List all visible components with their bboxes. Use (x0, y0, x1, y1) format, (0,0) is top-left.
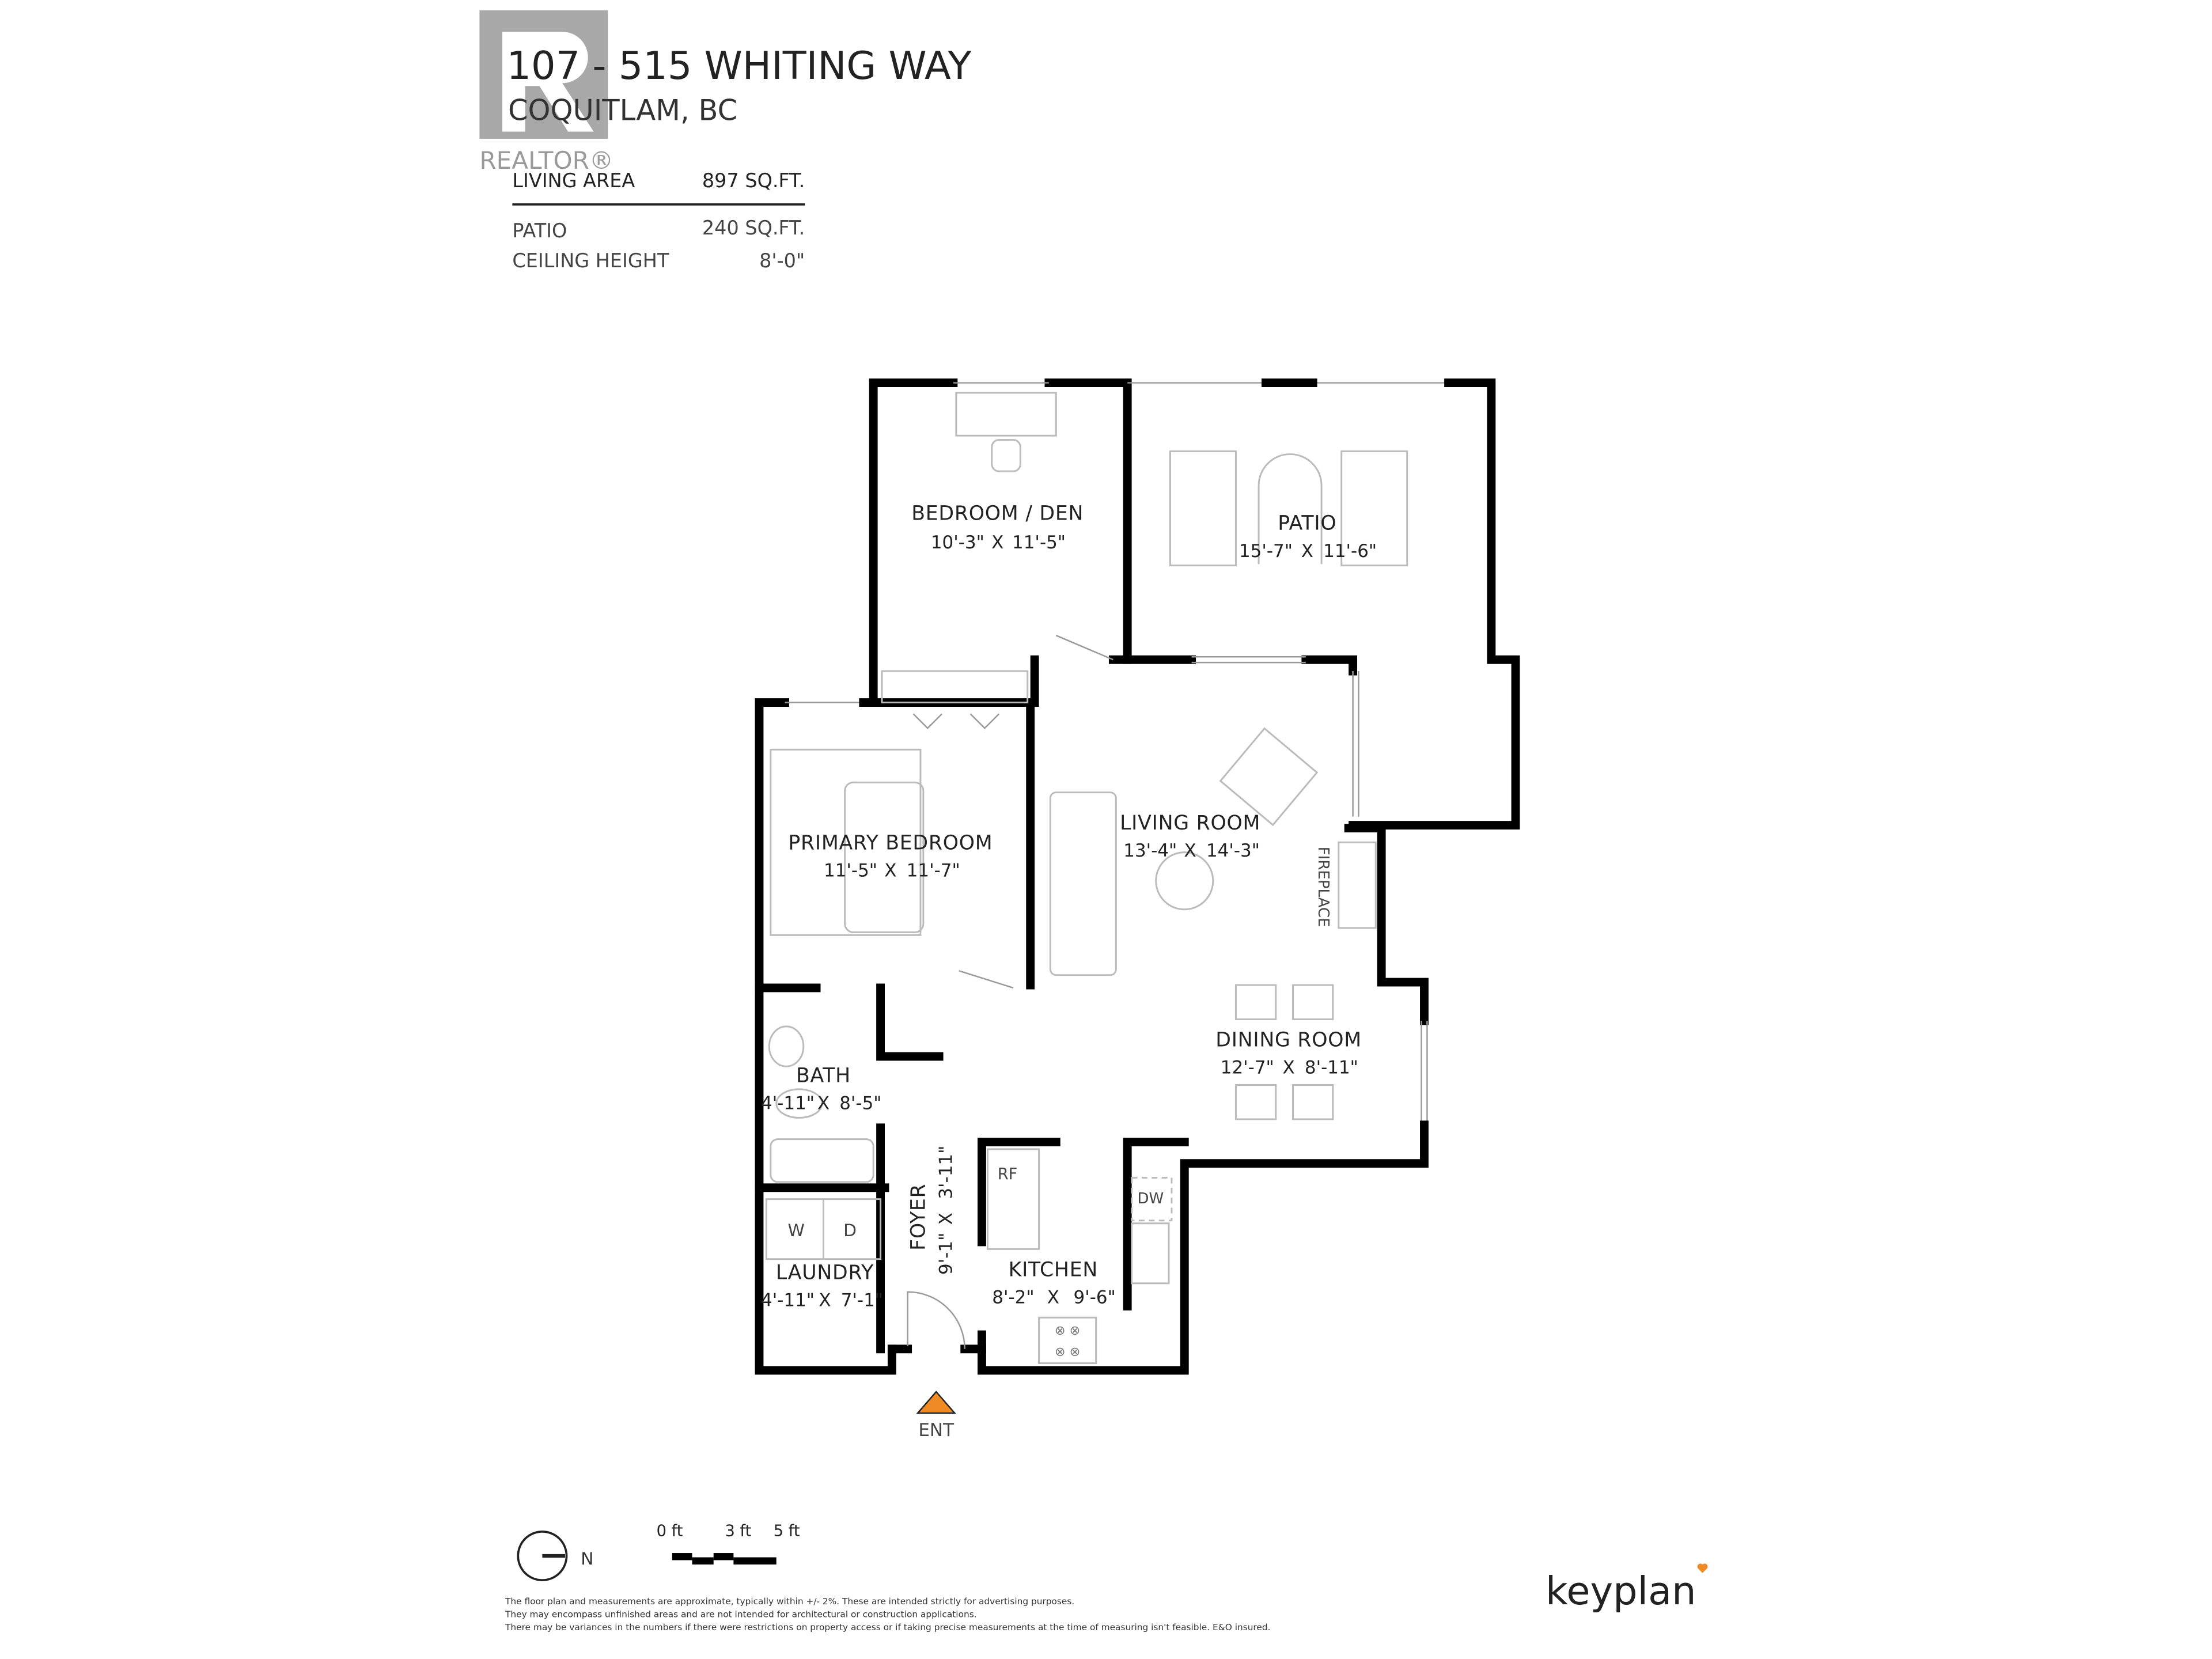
dim-separator: X (1301, 541, 1313, 562)
furniture: ⊗ ⊗ ⊗ ⊗ (765, 392, 1408, 1365)
stats-table: LIVING AREA 897 SQ.FT. PATIO 240 SQ.FT. … (512, 169, 805, 272)
room-living: LIVING ROOM 13'-4" X 14'-3" (1120, 812, 1260, 861)
scale-tick: 3 ft (725, 1522, 752, 1540)
disclaimer-line: The floor plan and measurements are appr… (505, 1596, 1074, 1607)
room-height: 11'-6" (1323, 541, 1377, 562)
dim-separator: X (817, 1093, 830, 1114)
realtor-logo-text: REALTOR® (479, 146, 613, 175)
entrance-label: ENT (918, 1420, 954, 1441)
property-title: 107 - 515 WHITING WAY (506, 43, 971, 88)
room-width: 9'-1" (935, 1233, 956, 1275)
stat-label: PATIO (512, 219, 567, 242)
room-width: 15'-7" (1239, 541, 1293, 562)
room-width: 4'-11" (761, 1093, 815, 1114)
room-width: 11'-5" (824, 861, 877, 881)
room-patio: PATIO 15'-7" X 11'-6" (1239, 512, 1377, 562)
dim-separator: X (1283, 1058, 1295, 1078)
room-dining: DINING ROOM 12'-7" X 8'-11" (1215, 1029, 1362, 1078)
room-width: 4'-11" (761, 1290, 815, 1310)
room-height: 11'-5" (1012, 532, 1066, 553)
keyplan-logo: keyplan (1546, 1569, 1696, 1613)
dim-separator: X (884, 861, 896, 881)
dim-separator: X (935, 1213, 956, 1225)
dim-separator: X (819, 1290, 831, 1310)
room-width: 12'-7" (1221, 1058, 1274, 1078)
disclaimer-line: There may be variances in the numbers if… (505, 1622, 1270, 1633)
scale-tick: 5 ft (774, 1522, 800, 1540)
compass-icon (517, 1531, 568, 1581)
room-name: PRIMARY BEDROOM (788, 832, 993, 855)
room-name: BATH (796, 1065, 851, 1088)
room-kitchen: KITCHEN 8'-2" X 9'-6" (992, 1258, 1116, 1308)
property-city: COQUITLAM, BC (508, 94, 737, 127)
dishwasher-label: DW (1138, 1190, 1164, 1207)
stat-value: 897 SQ.FT. (702, 169, 805, 192)
room-name: BEDROOM / DEN (911, 502, 1084, 525)
room-name: FOYER (907, 1184, 930, 1251)
dim-separator: X (1184, 840, 1196, 861)
scale-tick: 0 ft (657, 1522, 683, 1540)
fridge-label: RF (998, 1165, 1018, 1183)
room-name: PATIO (1278, 512, 1336, 535)
room-height: 11'-7" (907, 861, 960, 881)
disclaimer-line: They may encompass unfinished areas and … (505, 1609, 977, 1620)
room-name: KITCHEN (1009, 1258, 1098, 1281)
dryer-label: D (843, 1221, 857, 1241)
stat-value: 8'-0" (759, 249, 805, 272)
room-bath: BATH 4'-11" X 8'-5" (761, 1065, 882, 1114)
dim-separator: X (991, 532, 1003, 553)
room-primary-bedroom: PRIMARY BEDROOM 11'-5" X 11'-7" (788, 832, 993, 881)
room-name: DINING ROOM (1215, 1029, 1362, 1052)
realtor-logo: REALTOR® (479, 10, 613, 175)
room-height: 14'-3" (1206, 840, 1260, 861)
entrance-marker-icon (916, 1391, 957, 1414)
room-height: 3'-11" (935, 1146, 956, 1199)
dim-separator: X (1047, 1287, 1059, 1308)
compass-label: N (581, 1549, 593, 1569)
room-width: 13'-4" (1123, 840, 1177, 861)
room-name: LIVING ROOM (1120, 812, 1260, 835)
svg-text:⊗ ⊗: ⊗ ⊗ (1055, 1323, 1080, 1338)
scale-bar: 0 ft 3 ft 5 ft (657, 1522, 800, 1565)
room-width: 10'-3" (931, 532, 984, 553)
room-foyer: FOYER 9'-1" X 3'-11" (907, 1146, 956, 1275)
fireplace-label: FIREPLACE (1315, 847, 1332, 927)
stat-label: LIVING AREA (512, 169, 635, 192)
disclaimer: The floor plan and measurements are appr… (505, 1596, 1270, 1633)
room-name: LAUNDRY (776, 1261, 874, 1284)
stat-label: CEILING HEIGHT (512, 249, 669, 272)
room-height: 9'-6" (1074, 1287, 1116, 1308)
room-height: 8'-11" (1305, 1058, 1358, 1078)
stat-value: 240 SQ.FT. (702, 217, 805, 239)
walls (755, 378, 1520, 1375)
washer-label: W (788, 1221, 805, 1241)
room-height: 7'-1" (841, 1290, 883, 1310)
room-bedroom-den: BEDROOM / DEN 10'-3" X 11'-5" (911, 502, 1084, 553)
keyplan-heart-icon (1697, 1563, 1708, 1573)
room-width: 8'-2" (992, 1287, 1034, 1308)
room-height: 8'-5" (839, 1093, 881, 1114)
room-laundry: LAUNDRY 4'-11" X 7'-1" (761, 1261, 883, 1310)
svg-text:⊗ ⊗: ⊗ ⊗ (1055, 1344, 1080, 1359)
